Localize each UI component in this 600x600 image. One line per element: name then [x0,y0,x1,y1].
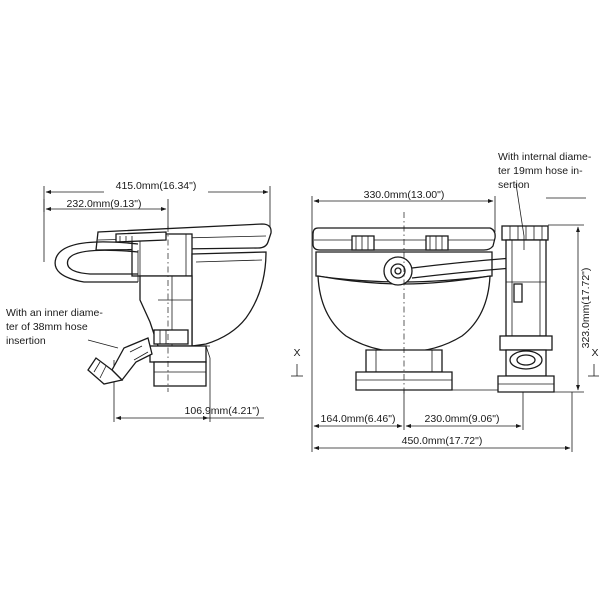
side-bowl [191,251,267,347]
side-seat-depth-label: 232.0mm(9.13") [67,198,142,210]
front-seat-width-dimension: 330.0mm(13.00") [313,189,494,203]
side-view: 415.0mm(16.34") 232.0mm(9.13") [6,180,272,422]
side-outlet-offset-label: 106.9mm(4.21") [185,405,260,417]
side-outlet-offset-dimension: 106.9mm(4.21") [115,405,264,420]
front-inlet-hose [411,257,513,269]
front-view: 330.0mm(13.00") 323.0mm(17.72") [291,151,599,452]
section-mark-left: X [291,347,303,377]
front-pump-offset-dimension: 230.0mm(9.06") [405,413,522,428]
svg-text:X: X [293,347,300,359]
front-inlet-note-line-3: sertion [498,179,530,191]
front-inlet-note-line-1: With internal diame- [498,151,592,163]
front-height-dimension: 323.0mm(17.72") [576,226,592,391]
front-overall-width-dimension: 450.0mm(17.72") [313,435,571,450]
front-left-offset-label: 164.0mm(6.46") [321,413,396,425]
side-inlet-hose [54,241,139,283]
side-overall-width-label: 415.0mm(16.34") [116,180,197,192]
front-bowl [317,275,491,353]
front-side-pump [497,225,555,393]
front-pump-offset-label: 230.0mm(9.06") [425,413,500,425]
side-base [149,345,207,363]
side-outlet-leader [87,339,119,349]
side-outlet-elbow [87,337,153,385]
front-hinge-left [351,235,375,251]
svg-text:X: X [591,347,598,359]
front-seat-width-label: 330.0mm(13.00") [364,189,445,201]
side-outlet-note-line-3: insertion [6,335,46,347]
side-seat-depth-dimension: 232.0mm(9.13") [45,198,167,211]
side-outlet-note-line-2: ter of 38mm hose [6,321,88,333]
front-overall-width-label: 450.0mm(17.72") [402,435,483,447]
front-left-offset-dimension: 164.0mm(6.46") [313,413,403,428]
front-inlet-note-line-2: ter 19mm hose in- [498,165,583,177]
section-mark-right: X [588,347,599,377]
front-hinge-right [425,235,449,251]
front-inlet-leader [515,183,525,237]
front-height-label: 323.0mm(17.72") [580,268,592,349]
side-outlet-note-line-1: With an inner diame- [6,307,103,319]
side-overall-width-dimension: 415.0mm(16.34") [45,180,269,199]
